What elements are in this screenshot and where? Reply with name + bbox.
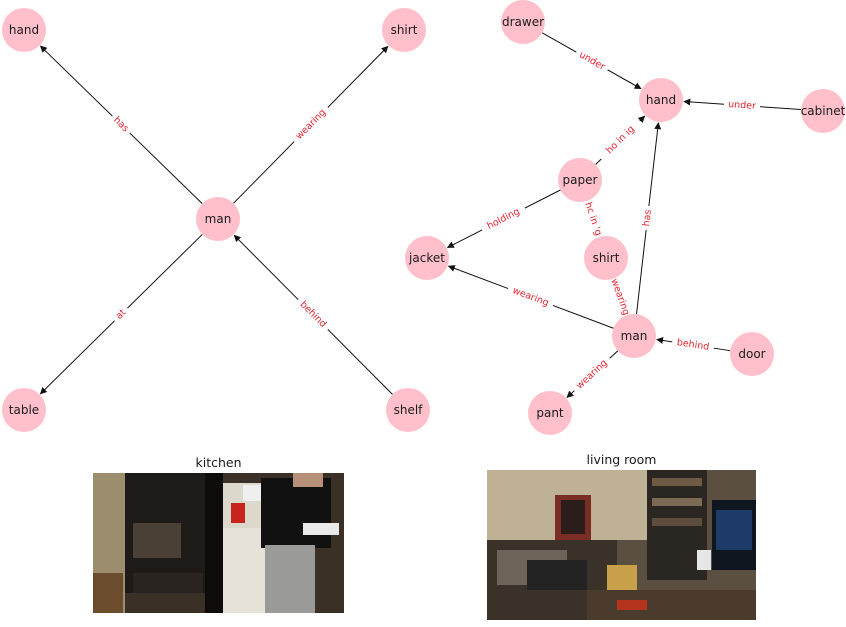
node-man: man: [612, 314, 656, 358]
edge-shelf-behind-man: behind: [233, 234, 393, 395]
edge-label-background: [671, 335, 715, 355]
edge-label: ho in ig: [604, 124, 637, 157]
node-cabinet: cabinet: [801, 89, 846, 133]
edge-man-wearing-pant: wearing: [566, 350, 619, 398]
kitchen-photo: [93, 473, 344, 613]
node-label: hand: [9, 23, 39, 37]
node-label: paper: [563, 173, 598, 187]
node-label: shirt: [593, 251, 620, 265]
node-circle: [2, 388, 46, 432]
edge-label-background: [723, 98, 761, 113]
node-paper: paper: [558, 158, 602, 202]
edge-label-background: [606, 272, 634, 322]
node-circle: [558, 158, 602, 202]
node-circle: [801, 89, 845, 133]
edge-label-background: [570, 353, 614, 396]
edge-label: behind: [298, 299, 329, 330]
edge-label-background: [573, 46, 611, 76]
node-label: door: [738, 347, 765, 361]
node-circle: [382, 8, 426, 52]
edge-label: has: [641, 209, 654, 227]
edge-man-has-hand: has: [39, 45, 203, 205]
scene-caption-kitchen: kitchen: [195, 455, 242, 470]
edge-label-background: [108, 111, 134, 138]
edge-label: wearing: [511, 285, 550, 309]
node-door: door: [730, 332, 774, 376]
node-jacket: jacket: [405, 236, 449, 280]
edge-door-behind-man: behind: [656, 335, 731, 355]
node-shirt: shirt: [584, 236, 628, 280]
edge-label: behind: [676, 337, 710, 353]
edge-cabinet-under-hand: under: [683, 98, 802, 113]
node-shirt: shirt: [382, 8, 426, 52]
node-circle: [386, 388, 430, 432]
edge-label-background: [578, 191, 608, 247]
scene-graphs: has wearing at behind hand shirt man table shelf…: [2, 0, 846, 435]
edge-label-background: [505, 282, 556, 312]
node-circle: [730, 332, 774, 376]
edge-man-wearing-shirt: wearing: [606, 272, 634, 322]
node-label: shelf: [394, 403, 424, 417]
node-hand: hand: [639, 78, 683, 122]
edge-label-background: [293, 295, 333, 334]
edge-label: wearing: [294, 107, 329, 142]
edge-label-background: [289, 103, 333, 146]
edge-man-wearing-shirt: wearing: [233, 45, 389, 204]
edge-label: under: [728, 99, 757, 112]
living-room-photo: [487, 470, 756, 620]
node-hand: hand: [2, 8, 46, 52]
edge-paper-holding-jacket: holding: [446, 189, 561, 248]
edge-label: hc in 'g: [582, 201, 603, 237]
node-label: table: [9, 403, 39, 417]
scene-caption-living-room: living room: [586, 452, 657, 467]
node-circle: [501, 0, 545, 44]
node-circle: [196, 197, 240, 241]
edge-label: wearing: [608, 277, 631, 317]
node-man: man: [196, 197, 240, 241]
node-circle: [405, 236, 449, 280]
edge-label-background: [110, 303, 132, 326]
edge-man-wearing-jacket: wearing: [447, 265, 614, 329]
node-label: man: [205, 212, 232, 226]
edge-label: wearing: [574, 358, 609, 392]
edge-label-background: [479, 202, 528, 236]
edge-label: under: [577, 49, 607, 72]
node-circle: [2, 8, 46, 52]
edge-man-at-table: at: [39, 234, 203, 395]
node-label: hand: [646, 93, 676, 107]
edge-label-background: [640, 205, 655, 231]
node-drawer: drawer: [501, 0, 545, 44]
edge-drawer-under-hand: under: [541, 32, 642, 90]
edge-label-background: [597, 116, 644, 164]
node-label: shirt: [391, 23, 418, 37]
node-label: jacket: [408, 251, 445, 265]
node-circle: [528, 391, 572, 435]
node-table: table: [2, 388, 46, 432]
node-label: cabinet: [801, 104, 846, 118]
node-label: pant: [536, 406, 564, 420]
node-circle: [639, 78, 683, 122]
node-label: drawer: [502, 15, 544, 29]
node-circle: [584, 236, 628, 280]
scene-graph-kitchen: has wearing at behind hand shirt man table shelf: [2, 8, 430, 432]
node-shelf: shelf: [386, 388, 430, 432]
scene-graph-living-room: under under ho in ig holding hc in 'g has wear…: [405, 0, 846, 435]
edge-man-has-hand: has: [636, 122, 662, 315]
node-label: man: [621, 329, 648, 343]
node-circle: [612, 314, 656, 358]
node-pant: pant: [528, 391, 572, 435]
edge-paper-ho-in-ig-hand: ho in ig: [595, 115, 646, 165]
